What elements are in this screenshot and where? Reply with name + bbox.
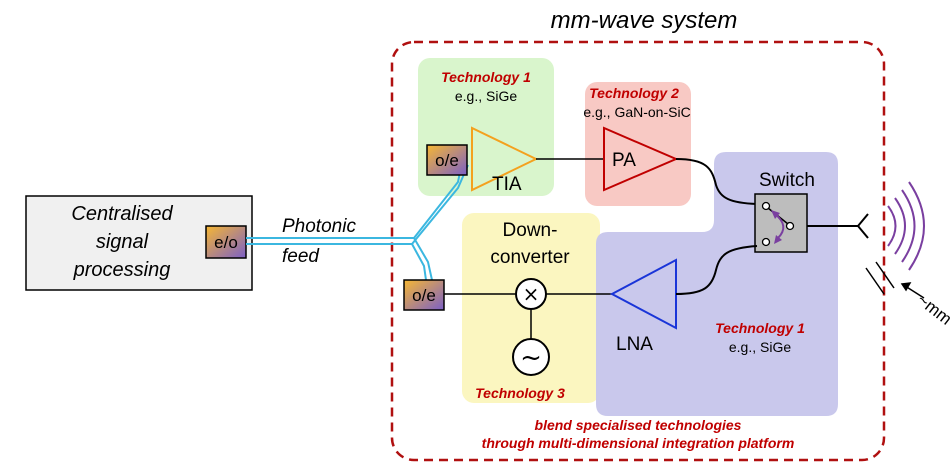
radio-waves bbox=[887, 181, 925, 271]
eo-converter bbox=[205, 225, 247, 259]
pa-to-switch-line bbox=[675, 158, 758, 205]
pa-label: PA bbox=[612, 150, 636, 171]
downconverter-label-1: Down- bbox=[503, 220, 558, 241]
pa-tech-label: Technology 2 bbox=[589, 85, 679, 101]
downconverter-label-2: converter bbox=[490, 247, 570, 268]
caption-line-2: through multi-dimensional integration pl… bbox=[482, 435, 795, 451]
lna-tech-example: e.g., SiGe bbox=[729, 339, 791, 355]
tia-amplifier bbox=[471, 126, 539, 192]
local-oscillator-icon bbox=[512, 338, 550, 376]
lna-tech-label: Technology 1 bbox=[715, 320, 805, 336]
switch-contact-common bbox=[785, 221, 795, 231]
feed-label-2: feed bbox=[282, 246, 320, 267]
processing-line-1: Centralised bbox=[71, 203, 173, 225]
feed-label-1: Photonic bbox=[282, 216, 356, 237]
switch-contact-top bbox=[761, 201, 771, 211]
tia-tech-example: e.g., SiGe bbox=[455, 88, 517, 104]
switch-label: Switch bbox=[759, 170, 815, 191]
red-region bbox=[585, 82, 691, 206]
antenna-icon bbox=[857, 213, 869, 239]
eo-converter-label: e/o bbox=[214, 233, 238, 252]
lna-label: LNA bbox=[616, 334, 653, 355]
caption-line-1: blend specialised technologies bbox=[535, 417, 742, 433]
pa-tech-example: e.g., GaN-on-SiC bbox=[583, 104, 690, 120]
switch-to-lna-line bbox=[675, 245, 758, 295]
distance-label: ~mm bbox=[914, 290, 951, 329]
system-boundary bbox=[390, 40, 886, 462]
switch-toggle-arrowhead-bottom bbox=[774, 235, 782, 244]
pa-amplifier bbox=[603, 126, 679, 192]
system-title: mm-wave system bbox=[551, 7, 738, 34]
switch-toggle-arrowhead-top bbox=[771, 210, 780, 219]
oe-converter-top bbox=[426, 144, 468, 176]
tia-label: TIA bbox=[492, 174, 522, 195]
processing-line-2: signal bbox=[96, 231, 149, 253]
oe-converter-bottom bbox=[403, 279, 445, 311]
oe-converter-top-label: o/e bbox=[435, 151, 459, 170]
switch-contact-bottom bbox=[761, 237, 771, 247]
tia-tech-label: Technology 1 bbox=[441, 69, 531, 85]
mixer-symbol: × bbox=[523, 282, 540, 306]
oe-converter-bottom-label: o/e bbox=[412, 286, 436, 305]
distance-indicator bbox=[865, 261, 925, 299]
down-tech-label: Technology 3 bbox=[475, 385, 565, 401]
processing-line-3: processing bbox=[73, 259, 171, 281]
oscillator-symbol: ~ bbox=[520, 343, 542, 373]
